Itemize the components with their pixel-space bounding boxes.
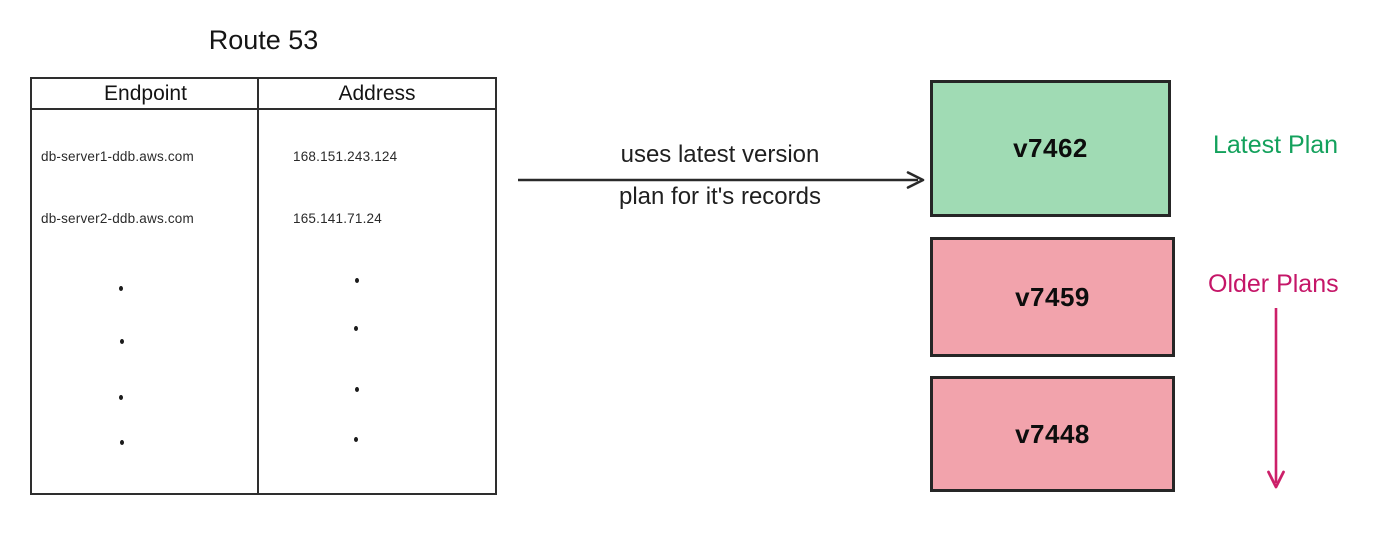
older-plans-down-arrow-icon <box>1263 303 1289 506</box>
address-cell: 168.151.243.124 <box>293 149 398 164</box>
plan-version-label: v7462 <box>1013 133 1088 163</box>
table-header-row: Endpoint Address <box>32 79 495 110</box>
flow-arrow-label-line2: plan for it's records <box>619 183 821 210</box>
continuation-dot <box>119 395 123 400</box>
latest-plan-label: Latest Plan <box>1213 131 1339 159</box>
flow-arrow-label-line1: uses latest version <box>620 141 820 168</box>
route53-title: Route 53 <box>208 25 319 55</box>
continuation-dot <box>355 387 359 392</box>
route53-table: Endpoint Address db-server1-ddb.aws.com … <box>30 77 497 495</box>
endpoint-cell: db-server1-ddb.aws.com <box>41 149 194 164</box>
flow-right-arrow-icon <box>516 168 930 197</box>
continuation-dot <box>354 326 358 331</box>
plan-box-older: v7459 <box>930 237 1175 357</box>
plan-box-latest: v7462 <box>930 80 1171 217</box>
continuation-dot <box>355 278 359 283</box>
plan-version-label: v7459 <box>1015 281 1090 312</box>
table-column-divider <box>257 79 259 493</box>
plan-version-label: v7448 <box>1015 418 1090 449</box>
column-header-endpoint: Endpoint <box>104 81 187 105</box>
plan-box-older: v7448 <box>930 376 1175 492</box>
endpoint-cell: db-server2-ddb.aws.com <box>41 211 194 226</box>
continuation-dot <box>120 339 124 344</box>
column-header-address: Address <box>338 81 416 105</box>
address-cell: 165.141.71.24 <box>293 211 382 226</box>
continuation-dot <box>120 440 124 445</box>
older-plans-label: Older Plans <box>1208 270 1339 298</box>
continuation-dot <box>119 286 123 291</box>
continuation-dot <box>354 437 358 442</box>
